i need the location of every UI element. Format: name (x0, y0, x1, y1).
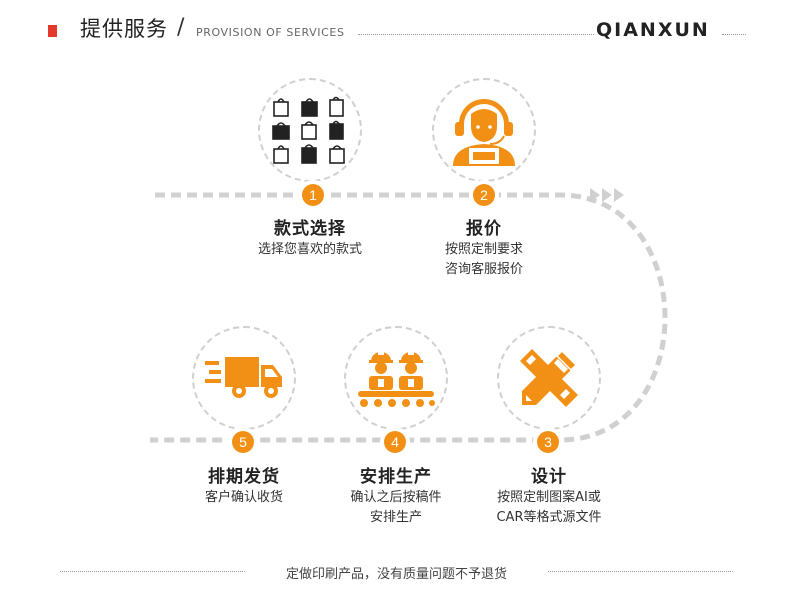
step-4-circle (344, 326, 448, 430)
factory-workers-icon (358, 352, 435, 407)
step-3-desc-line-1: 按照定制图案AI或 (497, 490, 601, 505)
step-3-circle (497, 326, 601, 430)
flow-arrow-icon (590, 188, 624, 202)
step-2-badge: 2 (473, 184, 495, 206)
step-3-badge: 3 (537, 431, 559, 453)
footer-divider-left (60, 571, 245, 572)
page-subtitle: PROVISION OF SERVICES (196, 26, 345, 39)
step-4-title: 安排生产 (360, 467, 432, 487)
header-divider-right (722, 34, 746, 35)
shopping-bags-icon (272, 96, 345, 164)
title-slash: / (177, 15, 185, 40)
brand-logo: QIANXUN (596, 19, 710, 41)
step-5-desc-line-1: 客户确认收货 (204, 490, 283, 505)
pencil-ruler-icon (520, 349, 578, 407)
step-1-desc-line-1: 选择您喜欢的款式 (257, 242, 362, 257)
header-accent-mark (48, 25, 57, 37)
page-title: 提供服务 (80, 17, 168, 41)
footer-divider-right (548, 571, 733, 572)
step-3-desc-line-2: CAR等格式源文件 (496, 510, 602, 525)
step-1-title: 款式选择 (274, 219, 346, 239)
step-2-desc-line-2: 咨询客服报价 (444, 262, 523, 277)
step-2-title: 报价 (466, 219, 502, 239)
header-divider (358, 34, 594, 35)
step-4-desc-line-2: 安排生产 (369, 510, 422, 525)
step-4-desc-line-1: 确认之后按稿件 (350, 490, 442, 505)
customer-service-headset-icon (453, 99, 515, 166)
step-5-circle (192, 326, 296, 430)
step-1-circle (258, 78, 362, 182)
step-2-desc-line-1: 按照定制要求 (444, 242, 523, 257)
step-5-badge: 5 (232, 431, 254, 453)
footer-notice: 定做印刷产品，没有质量问题不予退货 (285, 567, 507, 582)
step-3-title: 设计 (531, 467, 567, 487)
step-5-title: 排期发货 (208, 467, 280, 487)
step-4-badge: 4 (384, 431, 406, 453)
step-2-circle (432, 78, 536, 182)
delivery-truck-icon (205, 357, 282, 398)
step-1-badge: 1 (302, 184, 324, 206)
